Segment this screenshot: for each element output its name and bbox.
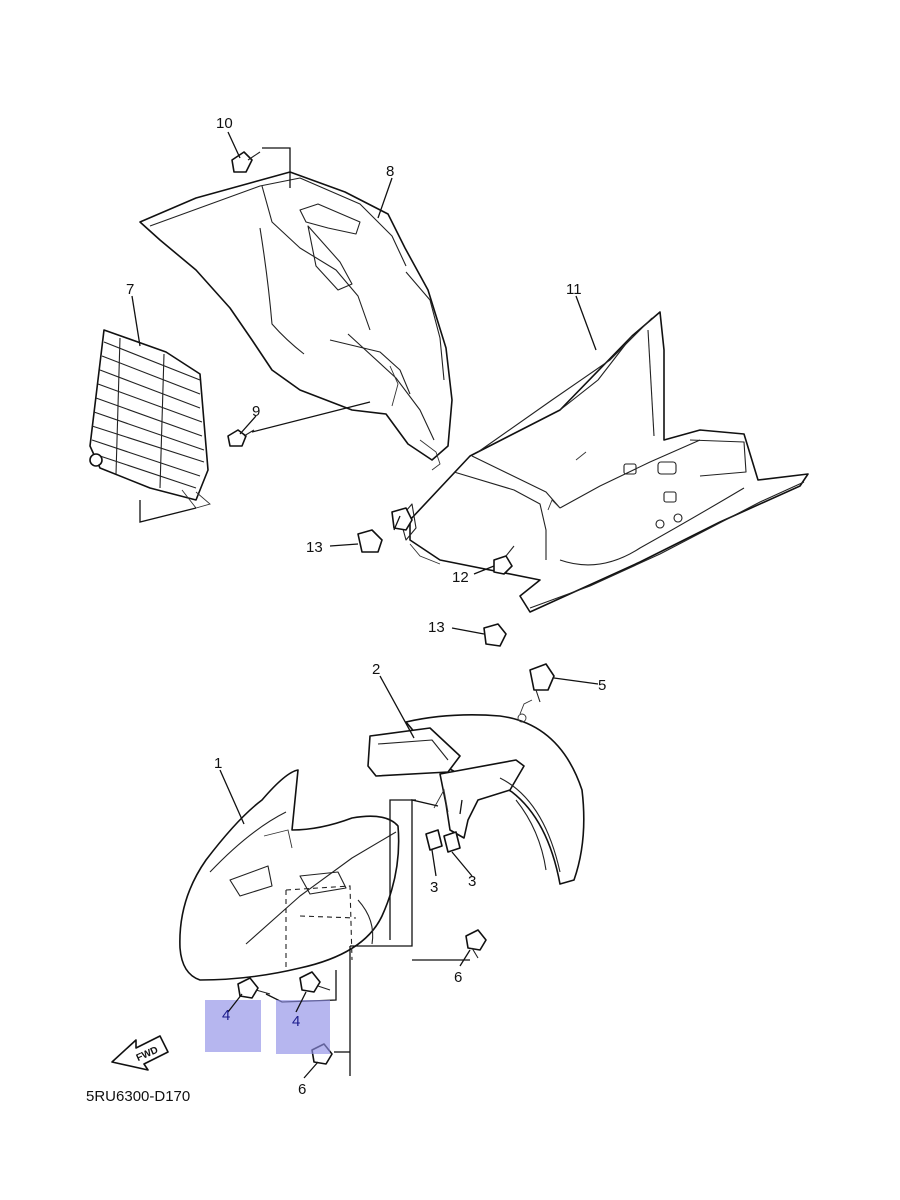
callout-2: 2	[372, 661, 380, 678]
callout-12: 12	[452, 569, 469, 586]
callout-7: 7	[126, 281, 134, 298]
under-cover-part-11[interactable]	[399, 311, 809, 613]
bolt-part-6-right[interactable]	[465, 929, 487, 959]
grille-part-7[interactable]	[89, 329, 211, 509]
clip-part-5[interactable]	[529, 663, 555, 703]
callout-6-right: 6	[454, 969, 462, 986]
forward-direction-arrow-icon: FWD	[111, 1035, 169, 1071]
callout-8: 8	[386, 163, 394, 180]
callout-13-lower: 13	[428, 619, 445, 636]
bolt-part-10[interactable]	[231, 151, 261, 173]
bolt-part-4-right[interactable]	[299, 971, 331, 993]
callout-leaders	[131, 131, 599, 1079]
callout-5: 5	[598, 677, 606, 694]
bolt-part-4-left[interactable]	[237, 977, 271, 999]
drawing-code: 5RU6300-D170	[86, 1088, 190, 1105]
front-inner-cover-part-8[interactable]	[139, 171, 453, 471]
assembly-lines	[139, 147, 470, 1076]
callout-1: 1	[214, 755, 222, 772]
callout-13-upper: 13	[306, 539, 323, 556]
nut-part-13-upper[interactable]	[357, 507, 413, 553]
callout-6-lower: 6	[298, 1081, 306, 1098]
callout-10: 10	[216, 115, 233, 132]
highlight-part-4-left	[205, 1000, 261, 1052]
nut-part-13-lower[interactable]	[483, 623, 507, 647]
highlight-part-4-right	[276, 1000, 330, 1054]
callout-9: 9	[252, 403, 260, 420]
screw-part-12[interactable]	[493, 545, 515, 575]
nut-part-3-left[interactable]	[425, 829, 443, 851]
callout-4-left: 4	[222, 1007, 230, 1024]
callout-4-right: 4	[292, 1013, 300, 1030]
bolt-part-9[interactable]	[227, 429, 255, 447]
front-fender-part-1[interactable]	[179, 769, 400, 981]
inner-fender-part-2[interactable]	[367, 699, 585, 885]
callout-3-right: 3	[468, 873, 476, 890]
callout-11: 11	[566, 281, 582, 298]
callout-3-left: 3	[430, 879, 438, 896]
nut-part-3-right[interactable]	[443, 831, 461, 853]
